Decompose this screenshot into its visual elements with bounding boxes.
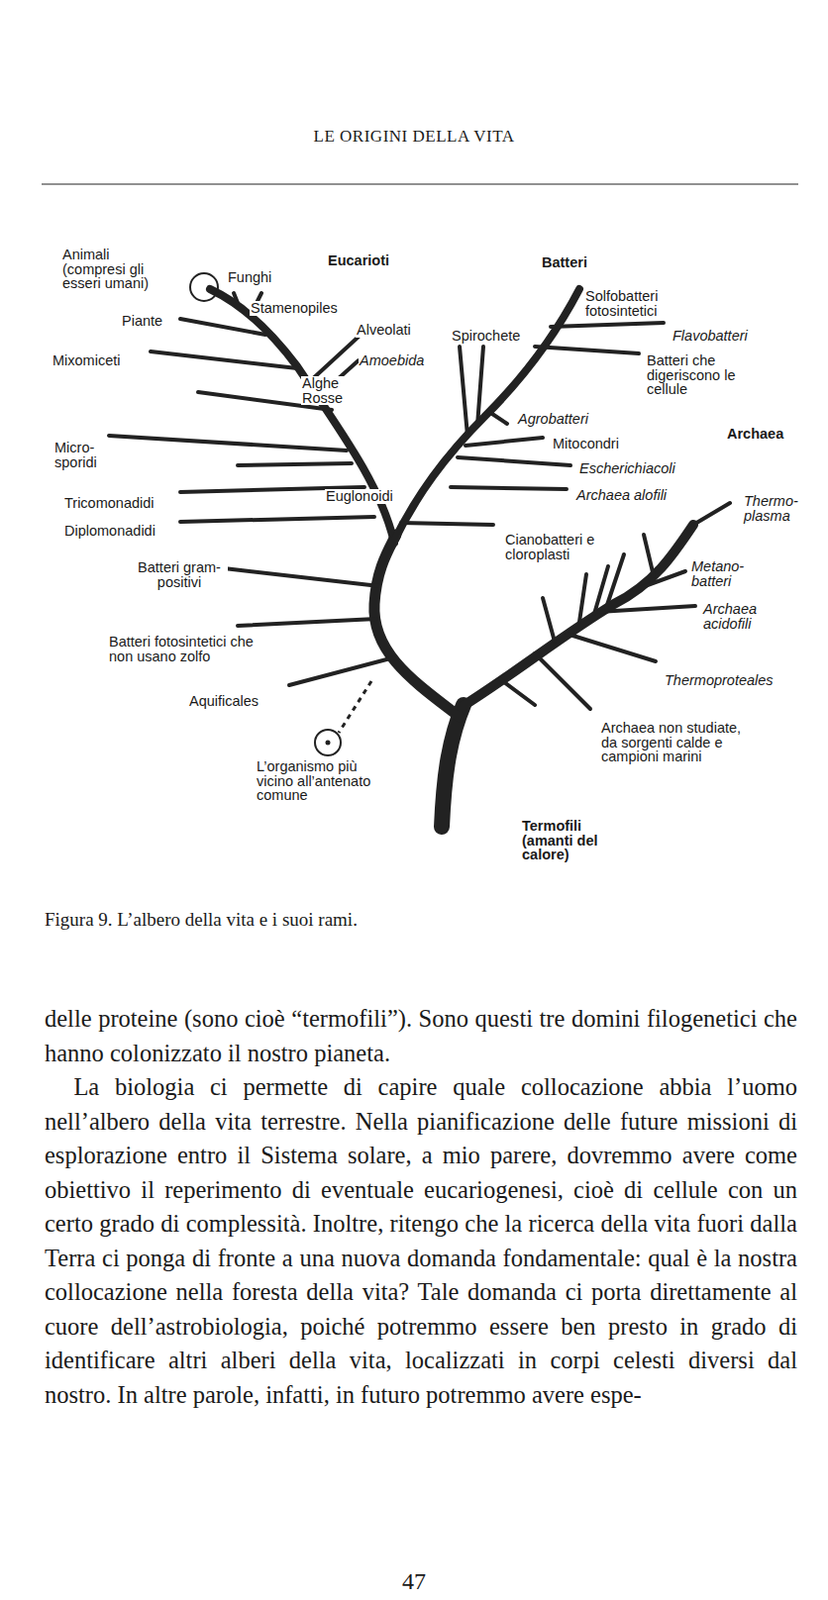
taxon-label: Archaea alofili <box>575 488 668 504</box>
taxon-label: Diplomonadidi <box>63 523 157 539</box>
taxon-label: Funghi <box>226 270 273 286</box>
taxon-label: Batteri che digeriscono le cellule <box>645 353 749 398</box>
taxon-label: Archaea non studiate, da sorgenti calde … <box>600 721 761 765</box>
taxon-label: Escherichiacoli <box>578 461 677 477</box>
taxon-label: Piante <box>120 313 164 329</box>
page-number: 47 <box>402 1568 426 1596</box>
taxon-label: Aquificales <box>188 694 260 710</box>
ancestor-dashed-line <box>338 681 372 733</box>
taxon-label: Metano-batteri <box>690 559 756 589</box>
taxon-label: Mitocondri <box>551 436 621 452</box>
ancestor-dot <box>325 740 331 746</box>
taxon-label: Stamenopiles <box>249 301 339 316</box>
taxon-label: Batteri fotosintetici che non usano zolf… <box>107 634 261 664</box>
fungi-animal-circle <box>190 273 218 302</box>
body-paragraph: La biologia ci permette di capire quale … <box>44 1070 798 1413</box>
ancestor-label: L’organismo più vicino all’antenato comu… <box>255 759 385 804</box>
taxon-label: Euglonoidi <box>324 489 395 505</box>
taxon-label: Amoebida <box>358 353 425 369</box>
taxon-label: Micro-sporidi <box>53 440 111 470</box>
taxon-label: Flavobatteri <box>671 328 749 344</box>
taxon-label: Thermo-plasma <box>742 494 807 523</box>
domain-label: Archaea <box>725 426 785 442</box>
taxon-label: Alghe Rosse <box>301 376 351 406</box>
taxon-label: Cianobatteri e cloroplasti <box>504 532 608 562</box>
taxon-label: Solfobatteri fotosintetici <box>584 289 678 318</box>
taxon-label: Alveolati <box>355 322 413 338</box>
body-paragraph: delle proteine (sono cioè “termofili”). … <box>44 1002 798 1071</box>
taxon-label: Agrobatteri <box>517 412 590 427</box>
taxon-label: Batteri gram-positivi <box>130 560 228 590</box>
running-header: LE ORIGINI DELLA VITA <box>313 126 516 147</box>
taxon-label: Archaea acidofili <box>702 602 774 631</box>
taxon-label: Spirochete <box>450 328 521 344</box>
domain-label: Eucarioti <box>326 253 391 269</box>
taxon-label: Thermoproteales <box>663 673 775 689</box>
taxon-label: Animali (compresi gli esseri umani) <box>61 247 159 292</box>
taxon-label: Mixomiceti <box>51 353 121 369</box>
thermophile-label: Termofili (amanti del calore) <box>520 819 626 863</box>
figure-caption: Figura 9. L’albero della vita e i suoi r… <box>44 909 798 932</box>
taxon-label: Tricomonadidi <box>63 496 156 512</box>
ancestor-circle <box>314 729 341 756</box>
header-rule <box>41 183 799 185</box>
domain-label: Batteri <box>540 255 589 271</box>
